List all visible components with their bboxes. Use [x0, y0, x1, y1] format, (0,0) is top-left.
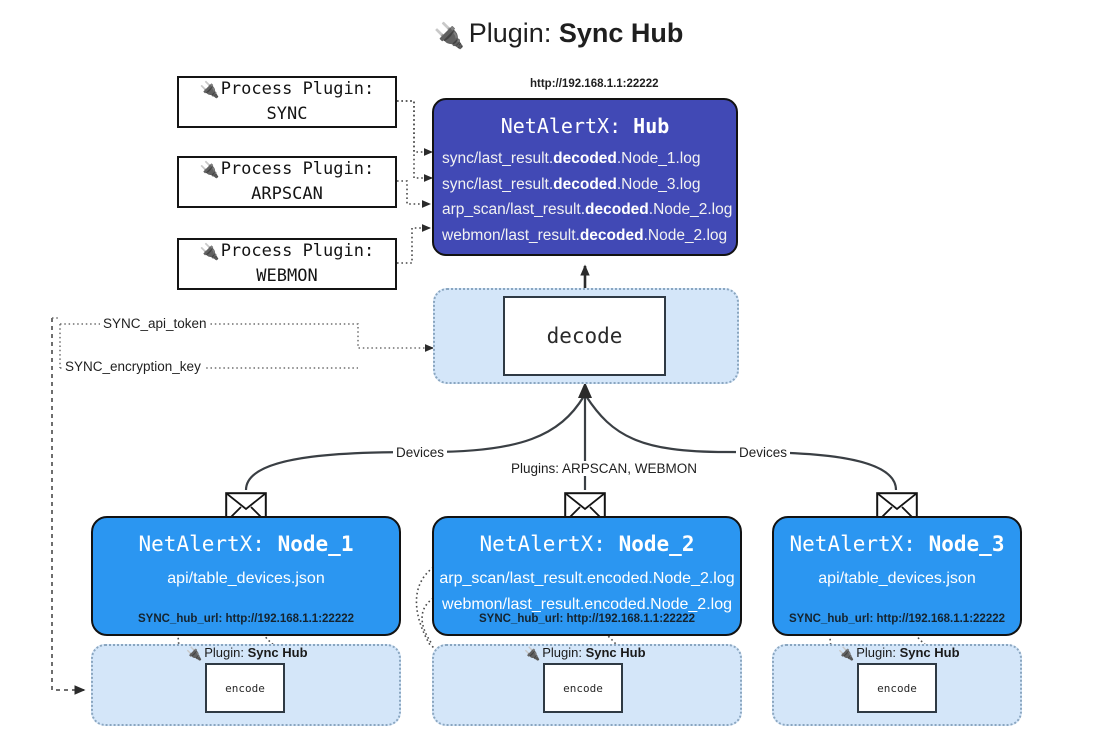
process-plugin-webmon[interactable]: 🔌Process Plugin: WEBMON	[177, 238, 397, 290]
edge-label-plugins-center: Plugins: ARPSCAN, WEBMON	[508, 461, 701, 476]
secret-label-encryption-key: SYNC_encryption_key	[62, 359, 204, 374]
node-3-encode-box[interactable]: encode	[857, 663, 937, 713]
hub-log-item: sync/last_result.decoded.Node_1.log	[442, 150, 701, 167]
plug-icon: 🔌	[838, 646, 855, 661]
process-plugin-webmon-line1: Process Plugin:	[220, 241, 375, 262]
plug-icon: 🔌	[199, 160, 220, 180]
hub-url-label: http://192.168.1.1:22222	[530, 78, 659, 90]
decode-box[interactable]: decode	[503, 296, 666, 376]
hub-title: NetAlertX: Hub	[434, 114, 736, 138]
node-3-footer: SYNC_hub_url: http://192.168.1.1:22222	[788, 613, 1006, 625]
page-title-name: Sync Hub	[558, 18, 684, 48]
process-plugin-arpscan-line1: Process Plugin:	[220, 159, 375, 180]
plug-icon: 🔌	[524, 646, 541, 661]
hub-node[interactable]: NetAlertX: Hub sync/last_result.decoded.…	[432, 98, 738, 256]
hub-log-list: sync/last_result.decoded.Node_1.log sync…	[434, 146, 736, 249]
node-2[interactable]: NetAlertX: Node_2 arp_scan/last_result.e…	[432, 516, 742, 636]
hub-title-name: Hub	[633, 114, 670, 138]
node-1-plugin-caption: 🔌Plugin: Sync Hub	[186, 645, 308, 661]
page-title-prefix: Plugin:	[468, 18, 552, 48]
node-3-line-item: api/table_devices.json	[818, 570, 976, 587]
node-2-footer: SYNC_hub_url: http://192.168.1.1:22222	[478, 613, 696, 625]
node-1-footer: SYNC_hub_url: http://192.168.1.1:22222	[137, 613, 355, 625]
node-2-plugin-caption: 🔌Plugin: Sync Hub	[524, 645, 646, 661]
node-3[interactable]: NetAlertX: Node_3 api/table_devices.json…	[772, 516, 1022, 636]
node-2-encode-box[interactable]: encode	[543, 663, 623, 713]
node-2-title: NetAlertX: Node_2	[479, 532, 695, 556]
hub-log-item: webmon/last_result.decoded.Node_2.log	[442, 227, 728, 245]
node-3-plugin-caption: 🔌Plugin: Sync Hub	[838, 645, 960, 661]
node-3-lines: api/table_devices.json	[774, 566, 1020, 592]
process-plugin-webmon-line2: WEBMON	[256, 266, 318, 286]
process-plugin-sync-line1: Process Plugin:	[220, 79, 375, 100]
process-plugin-sync[interactable]: 🔌Process Plugin: SYNC	[177, 76, 397, 128]
node-1-line-item: api/table_devices.json	[167, 570, 325, 587]
node-2-line-item: arp_scan/last_result.encoded.Node_2.log	[439, 570, 735, 587]
edge-label-devices-right: Devices	[736, 445, 791, 460]
node-1-lines: api/table_devices.json	[93, 566, 399, 592]
node-2-line-item: webmon/last_result.encoded.Node_2.log	[442, 595, 732, 613]
plug-icon: 🔌	[199, 242, 220, 262]
hub-log-item: arp_scan/last_result.decoded.Node_2.log	[442, 201, 733, 219]
plug-icon: 🔌	[199, 80, 220, 100]
node-2-lines: arp_scan/last_result.encoded.Node_2.log …	[434, 566, 740, 617]
secret-label-api-token: SYNC_api_token	[100, 316, 210, 331]
node-3-title: NetAlertX: Node_3	[789, 532, 1005, 556]
node-1-encode-box[interactable]: encode	[205, 663, 285, 713]
node-1[interactable]: NetAlertX: Node_1 api/table_devices.json…	[91, 516, 401, 636]
process-plugin-arpscan-line2: ARPSCAN	[251, 184, 323, 204]
process-plugin-sync-line2: SYNC	[266, 104, 308, 124]
node-1-title: NetAlertX: Node_1	[138, 532, 354, 556]
edge-label-devices-left: Devices	[393, 445, 448, 460]
plug-icon: 🔌	[186, 646, 203, 661]
plug-icon: 🔌	[433, 22, 465, 50]
hub-title-prefix: NetAlertX:	[500, 114, 622, 138]
page-title: 🔌Plugin: Sync Hub	[0, 18, 1117, 51]
process-plugin-arpscan[interactable]: 🔌Process Plugin: ARPSCAN	[177, 156, 397, 208]
hub-log-item: sync/last_result.decoded.Node_3.log	[442, 175, 701, 193]
